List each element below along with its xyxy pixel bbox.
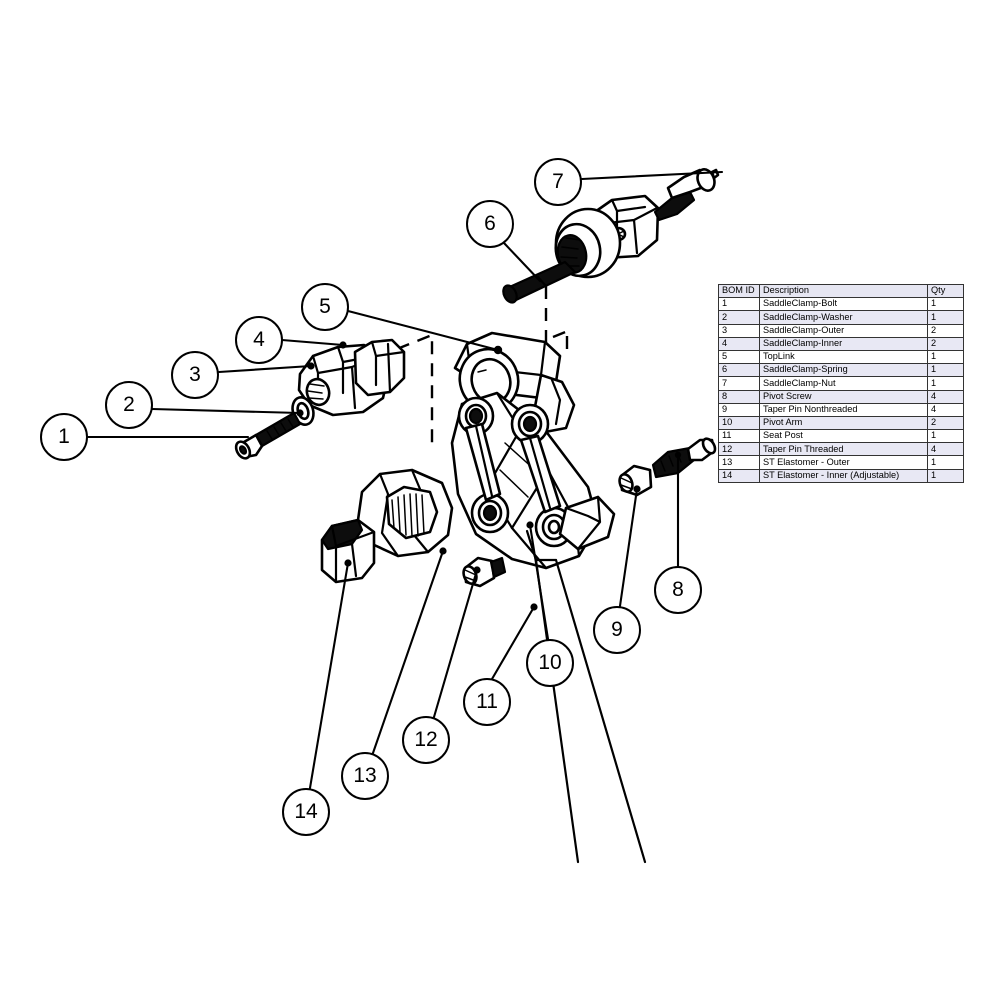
bom-cell-id: 1 bbox=[718, 297, 760, 312]
bom-cell-id: 5 bbox=[718, 349, 760, 365]
part-seat-post bbox=[525, 529, 647, 864]
bom-cell-qty: 1 bbox=[927, 376, 964, 391]
bom-cell-description: Seat Post bbox=[759, 429, 928, 444]
part-st-elastomer-outer bbox=[356, 468, 454, 558]
bom-cell-qty: 1 bbox=[927, 310, 964, 325]
bom-cell-qty: 4 bbox=[927, 389, 964, 404]
bom-cell-qty: 2 bbox=[927, 323, 964, 338]
bom-cell-qty: 1 bbox=[927, 429, 964, 444]
bom-cell-qty: 2 bbox=[927, 415, 964, 431]
bom-cell-description: SaddleClamp-Spring bbox=[759, 363, 928, 378]
bom-header-qty: Qty bbox=[927, 283, 964, 299]
bom-cell-description: Pivot Arm bbox=[759, 415, 928, 431]
bom-cell-description: TopLink bbox=[759, 349, 928, 365]
bom-cell-qty: 1 bbox=[927, 468, 964, 483]
callout-balloon-4[interactable]: 4 bbox=[235, 316, 283, 364]
bom-cell-description: SaddleClamp-Inner bbox=[759, 336, 928, 351]
part-saddleclamp-bolt bbox=[234, 411, 302, 460]
dashed-alignment-lines bbox=[396, 286, 569, 446]
callout-balloon-11[interactable]: 11 bbox=[463, 678, 511, 726]
bom-cell-id: 4 bbox=[718, 336, 760, 351]
part-taper-pin-nonthreaded bbox=[618, 464, 653, 497]
part-pivot-screw bbox=[651, 437, 717, 479]
bom-cell-description: Pivot Screw bbox=[759, 389, 928, 404]
callout-balloon-9[interactable]: 9 bbox=[593, 606, 641, 654]
callout-balloon-1[interactable]: 1 bbox=[40, 413, 88, 461]
bom-cell-qty: 1 bbox=[927, 297, 964, 312]
bom-cell-qty: 1 bbox=[927, 349, 964, 365]
bom-cell-qty: 4 bbox=[927, 402, 964, 417]
bom-cell-id: 8 bbox=[718, 389, 760, 404]
callout-balloon-8[interactable]: 8 bbox=[654, 566, 702, 614]
callout-balloon-14[interactable]: 14 bbox=[282, 788, 330, 836]
bom-cell-id: 6 bbox=[718, 363, 760, 378]
bom-cell-id: 10 bbox=[718, 415, 760, 431]
part-st-elastomer-inner bbox=[320, 518, 376, 584]
callout-balloon-7[interactable]: 7 bbox=[534, 158, 582, 206]
bom-cell-description: SaddleClamp-Bolt bbox=[759, 297, 928, 312]
callout-balloon-10[interactable]: 10 bbox=[526, 639, 574, 687]
callout-balloon-5[interactable]: 5 bbox=[301, 283, 349, 331]
callout-balloon-2[interactable]: 2 bbox=[105, 381, 153, 429]
bom-cell-id: 11 bbox=[718, 429, 760, 444]
part-saddleclamp-outer-inner bbox=[297, 338, 406, 417]
bom-cell-id: 9 bbox=[718, 402, 760, 417]
bom-cell-qty: 1 bbox=[927, 363, 964, 378]
bom-header-row: BOM ID Description Qty bbox=[718, 283, 964, 299]
part-toplink-main-body bbox=[450, 331, 616, 570]
bom-cell-qty: 1 bbox=[927, 455, 964, 470]
bom-cell-id: 7 bbox=[718, 376, 760, 391]
bom-cell-description: ST Elastomer - Outer bbox=[759, 455, 928, 470]
bom-cell-id: 12 bbox=[718, 442, 760, 457]
bom-header-id: BOM ID bbox=[718, 283, 760, 299]
bom-cell-description: ST Elastomer - Inner (Adjustable) bbox=[759, 468, 928, 483]
callout-leader-lines bbox=[86, 170, 724, 790]
callout-balloon-13[interactable]: 13 bbox=[341, 752, 389, 800]
callout-balloon-6[interactable]: 6 bbox=[466, 200, 514, 248]
callout-balloon-12[interactable]: 12 bbox=[402, 716, 450, 764]
bom-cell-id: 13 bbox=[718, 455, 760, 470]
part-taper-pin-threaded bbox=[462, 556, 507, 588]
bom-cell-id: 14 bbox=[718, 468, 760, 483]
bom-cell-description: Taper Pin Threaded bbox=[759, 442, 928, 457]
bom-cell-qty: 2 bbox=[927, 336, 964, 351]
part-saddleclamp-spring bbox=[502, 207, 622, 304]
bom-header-desc: Description bbox=[759, 283, 928, 299]
bom-cell-description: Taper Pin Nonthreaded bbox=[759, 402, 928, 417]
bom-cell-id: 3 bbox=[718, 323, 760, 338]
bom-cell-id: 2 bbox=[718, 310, 760, 325]
bom-cell-description: SaddleClamp-Washer bbox=[759, 310, 928, 325]
callout-balloon-3[interactable]: 3 bbox=[171, 351, 219, 399]
bom-cell-qty: 4 bbox=[927, 442, 964, 457]
part-pivot-arms bbox=[464, 422, 562, 514]
bom-cell-description: SaddleClamp-Outer bbox=[759, 323, 928, 338]
bom-cell-description: SaddleClamp-Nut bbox=[759, 376, 928, 391]
